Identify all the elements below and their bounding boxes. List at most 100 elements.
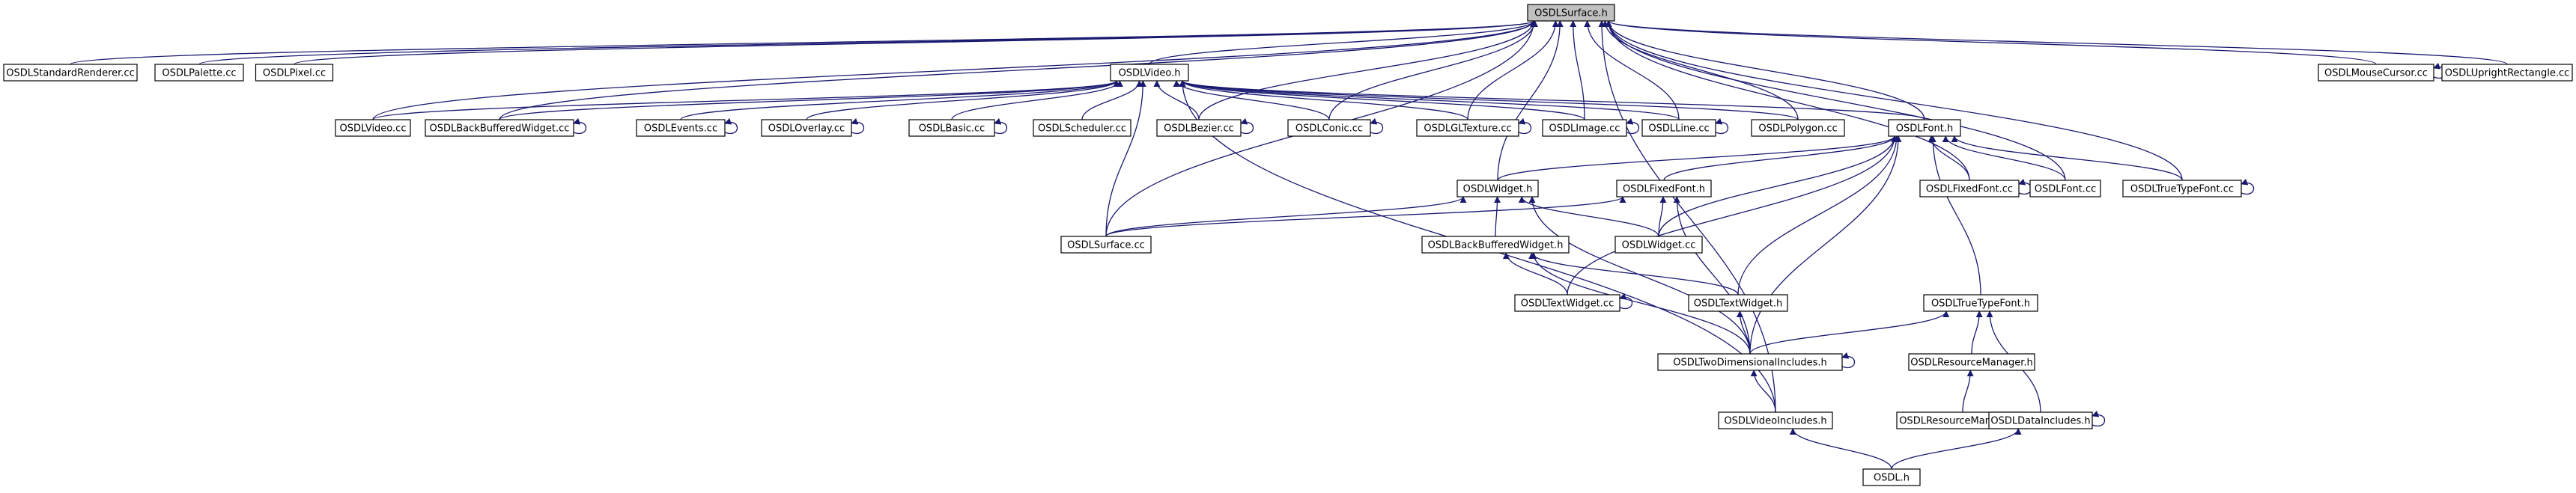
graph-node-ttfont-cc[interactable]: OSDLTrueTypeFont.cc bbox=[2122, 180, 2242, 197]
self-loop-line bbox=[2241, 178, 2254, 195]
graph-node-video-cc[interactable]: OSDLVideo.cc bbox=[335, 119, 411, 137]
edge-line bbox=[806, 80, 1120, 120]
edge-line bbox=[198, 20, 1537, 65]
edge-mousecursor-cc-to-surface-h bbox=[1605, 20, 2377, 65]
edge-line bbox=[1179, 80, 1585, 120]
edge-resmgr-h-to-ttfont-h bbox=[1971, 310, 1983, 355]
graph-node-conic-cc[interactable]: OSDLConic.cc bbox=[1287, 119, 1371, 137]
node-label: OSDLFont.h bbox=[1896, 123, 1953, 135]
graph-node-mousecursor-cc[interactable]: OSDLMouseCursor.cc bbox=[2318, 64, 2434, 82]
graph-node-widget-h[interactable]: OSDLWidget.h bbox=[1456, 180, 1539, 197]
edge-image-cc-to-video-h bbox=[1179, 80, 1585, 120]
node-box bbox=[1908, 353, 2035, 371]
graph-node-font-h[interactable]: OSDLFont.h bbox=[1888, 119, 1961, 137]
graph-node-bbwidget-cc[interactable]: OSDLBackBufferedWidget.cc bbox=[425, 119, 574, 137]
edge-uprightrect-cc-to-surface-h bbox=[1605, 20, 2508, 65]
edges-layer bbox=[70, 20, 2508, 470]
graph-node-dataincl-h[interactable]: OSDLDataIncludes.h bbox=[1988, 411, 2093, 429]
graph-node-surface-h[interactable]: OSDLSurface.h bbox=[1527, 4, 1615, 22]
graph-node-gltexture-cc[interactable]: OSDLGLTexture.cc bbox=[1416, 119, 1519, 137]
edge-line bbox=[1497, 135, 1898, 181]
edge-line bbox=[372, 80, 1120, 120]
graph-node-line-cc[interactable]: OSDLLine.cc bbox=[1641, 119, 1716, 137]
edge-line bbox=[1105, 80, 1146, 237]
graph-node-polygon-cc[interactable]: OSDLPolygon.cc bbox=[1751, 119, 1845, 137]
graph-node-pixel-cc[interactable]: OSDLPixel.cc bbox=[255, 64, 334, 82]
graph-node-fixedfont-cc[interactable]: OSDLFixedFont.cc bbox=[1919, 180, 2020, 197]
edge-line bbox=[1528, 252, 1739, 296]
graph-node-scheduler-cc[interactable]: OSDLScheduler.cc bbox=[1033, 119, 1131, 137]
edge-textwidget-cc-to-font-h bbox=[1567, 135, 1898, 296]
graph-node-palette-cc[interactable]: OSDLPalette.cc bbox=[154, 64, 244, 82]
node-box bbox=[1033, 119, 1131, 137]
edge-events-cc-to-video-h bbox=[680, 80, 1120, 120]
node-label: OSDLBackBufferedWidget.cc bbox=[430, 123, 570, 135]
edge-line bbox=[680, 80, 1120, 120]
edge-widget-h-to-font-h bbox=[1497, 135, 1898, 181]
self-loop-ttfont-cc bbox=[2241, 178, 2254, 195]
edge-font-h-to-video-h bbox=[1179, 80, 1925, 120]
edge-line bbox=[1153, 80, 1200, 120]
graph-node-widget-cc[interactable]: OSDLWidget.cc bbox=[1614, 236, 1703, 254]
graph-node-bezier-cc[interactable]: OSDLBezier.cc bbox=[1156, 119, 1242, 137]
graph-node-uprightrect-cc[interactable]: OSDLUprightRectangle.cc bbox=[2441, 64, 2573, 82]
edge-textwidget-cc-to-bbwidget-h bbox=[1502, 252, 1568, 296]
graph-node-textwidget-cc[interactable]: OSDLTextWidget.cc bbox=[1514, 294, 1620, 312]
edge-twodim-h-to-fixedfont-h bbox=[1673, 196, 1751, 355]
graph-node-osdl-h[interactable]: OSDL.h bbox=[1862, 468, 1921, 486]
node-box bbox=[636, 119, 726, 137]
edge-font-h-to-surface-h bbox=[1605, 20, 1925, 120]
graph-node-resmgr-h[interactable]: OSDLResourceManager.h bbox=[1908, 353, 2035, 371]
graph-node-image-cc[interactable]: OSDLImage.cc bbox=[1542, 119, 1627, 137]
graph-node-surface-cc[interactable]: OSDLSurface.cc bbox=[1060, 236, 1152, 254]
edge-line bbox=[1502, 252, 1568, 296]
node-box bbox=[1862, 468, 1921, 486]
graph-node-events-cc[interactable]: OSDLEvents.cc bbox=[636, 119, 726, 137]
graph-node-textwidget-h[interactable]: OSDLTextWidget.h bbox=[1688, 294, 1788, 312]
graph-node-bbwidget-h[interactable]: OSDLBackBufferedWidget.h bbox=[1421, 236, 1570, 254]
edge-line bbox=[1605, 20, 1925, 120]
edge-bbwidget-h-to-widget-h bbox=[1493, 196, 1501, 237]
edge-line bbox=[1497, 20, 1564, 181]
edge-line bbox=[1105, 196, 1626, 237]
edge-osdl-h-to-dataincl-h bbox=[1891, 428, 2022, 470]
edge-gltexture-cc-to-surface-h bbox=[1467, 20, 1559, 120]
edge-line bbox=[1518, 196, 1659, 237]
graph-node-fixedfont-h[interactable]: OSDLFixedFont.h bbox=[1616, 180, 1712, 197]
graph-node-twodim-h[interactable]: OSDLTwoDimensionalIncludes.h bbox=[1657, 353, 1843, 371]
edge-bbwidget-cc-to-surface-h bbox=[499, 20, 1537, 120]
graph-node-ttfont-h[interactable]: OSDLTrueTypeFont.h bbox=[1923, 294, 2038, 312]
self-loop-line bbox=[573, 117, 586, 135]
graph-node-basic-cc[interactable]: OSDLBasic.cc bbox=[908, 119, 995, 137]
edge-twodim-h-to-widget-h bbox=[1528, 196, 1751, 355]
graph-node-video-h[interactable]: OSDLVideo.h bbox=[1110, 64, 1189, 82]
node-label: OSDLFixedFont.h bbox=[1623, 184, 1705, 195]
edge-line bbox=[1567, 135, 1898, 296]
edge-textwidget-h-to-bbwidget-h bbox=[1528, 252, 1739, 296]
edge-gltexture-cc-to-video-h bbox=[1179, 80, 1468, 120]
node-label: OSDLSurface.cc bbox=[1067, 240, 1145, 251]
node-box bbox=[761, 119, 852, 137]
self-loop-image-cc bbox=[1626, 117, 1639, 135]
edge-line bbox=[1658, 196, 1667, 237]
self-loop-fixedfont-cc bbox=[2018, 178, 2032, 195]
edge-line-cc-to-surface-h bbox=[1584, 20, 1680, 120]
edge-font-cc-to-surface-h bbox=[1605, 20, 2066, 181]
node-label: OSDLDataIncludes.h bbox=[1990, 416, 2090, 427]
self-loop-line bbox=[1841, 352, 1855, 369]
self-loop-line bbox=[851, 117, 864, 135]
edge-line bbox=[1891, 428, 2022, 470]
node-label: OSDLVideoIncludes.h bbox=[1724, 416, 1826, 427]
node-box bbox=[2122, 180, 2242, 197]
graph-node-overlay-cc[interactable]: OSDLOverlay.cc bbox=[761, 119, 852, 137]
graph-node-font-cc[interactable]: OSDLFont.cc bbox=[2029, 180, 2101, 197]
edge-twodim-h-to-font-h bbox=[1749, 135, 1902, 355]
node-box bbox=[1514, 294, 1620, 312]
node-box bbox=[335, 119, 411, 137]
edge-palette-cc-to-surface-h bbox=[198, 20, 1537, 65]
node-label: OSDLScheduler.cc bbox=[1038, 123, 1126, 135]
edge-ttfont-h-to-font-h bbox=[1929, 135, 1981, 296]
graph-node-stdrenderer-cc[interactable]: OSDLStandardRenderer.cc bbox=[3, 64, 138, 82]
graph-node-videoincl-h[interactable]: OSDLVideoIncludes.h bbox=[1718, 411, 1833, 429]
